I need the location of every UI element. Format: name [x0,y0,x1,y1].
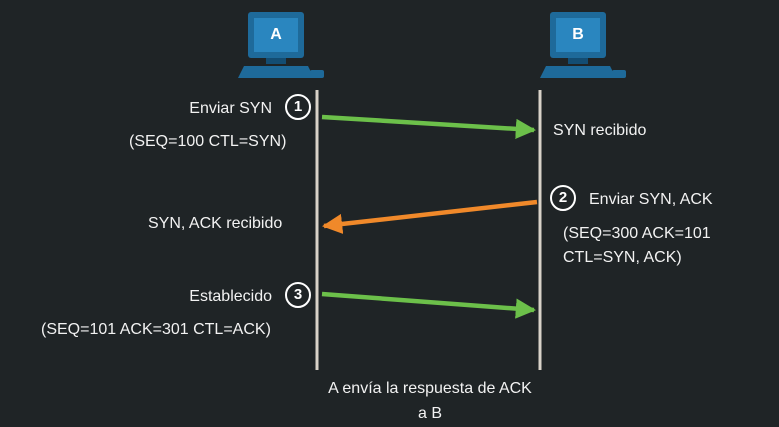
caption-line2: a B [417,405,442,422]
step-1-label: Enviar SYN [189,100,272,117]
step-2-label: Enviar SYN, ACK [589,191,713,208]
host-b-label: B [572,26,584,43]
computer-a-icon [238,12,324,78]
step-3-badge: 3 [285,282,311,308]
host-a-label: A [270,26,282,43]
arrow-syn-ack [321,199,538,235]
arrow-ack [321,291,537,319]
caption-line1: A envía la respuesta de ACK [328,380,532,397]
arrow-syn [321,114,537,139]
step-1-detail: (SEQ=100 CTL=SYN) [129,133,287,150]
step-3-label: Establecido [189,288,272,305]
step-2-badge: 2 [550,185,576,211]
step-2-detail-line1: (SEQ=300 ACK=101 [563,225,711,242]
step-1-badge: 1 [285,94,311,120]
step-2-detail-line2: CTL=SYN, ACK) [563,249,682,266]
step-3-detail: (SEQ=101 ACK=301 CTL=ACK) [41,321,271,338]
syn-received-label: SYN recibido [553,122,647,139]
computer-b-icon [540,12,626,78]
syn-ack-received-label: SYN, ACK recibido [148,215,283,232]
